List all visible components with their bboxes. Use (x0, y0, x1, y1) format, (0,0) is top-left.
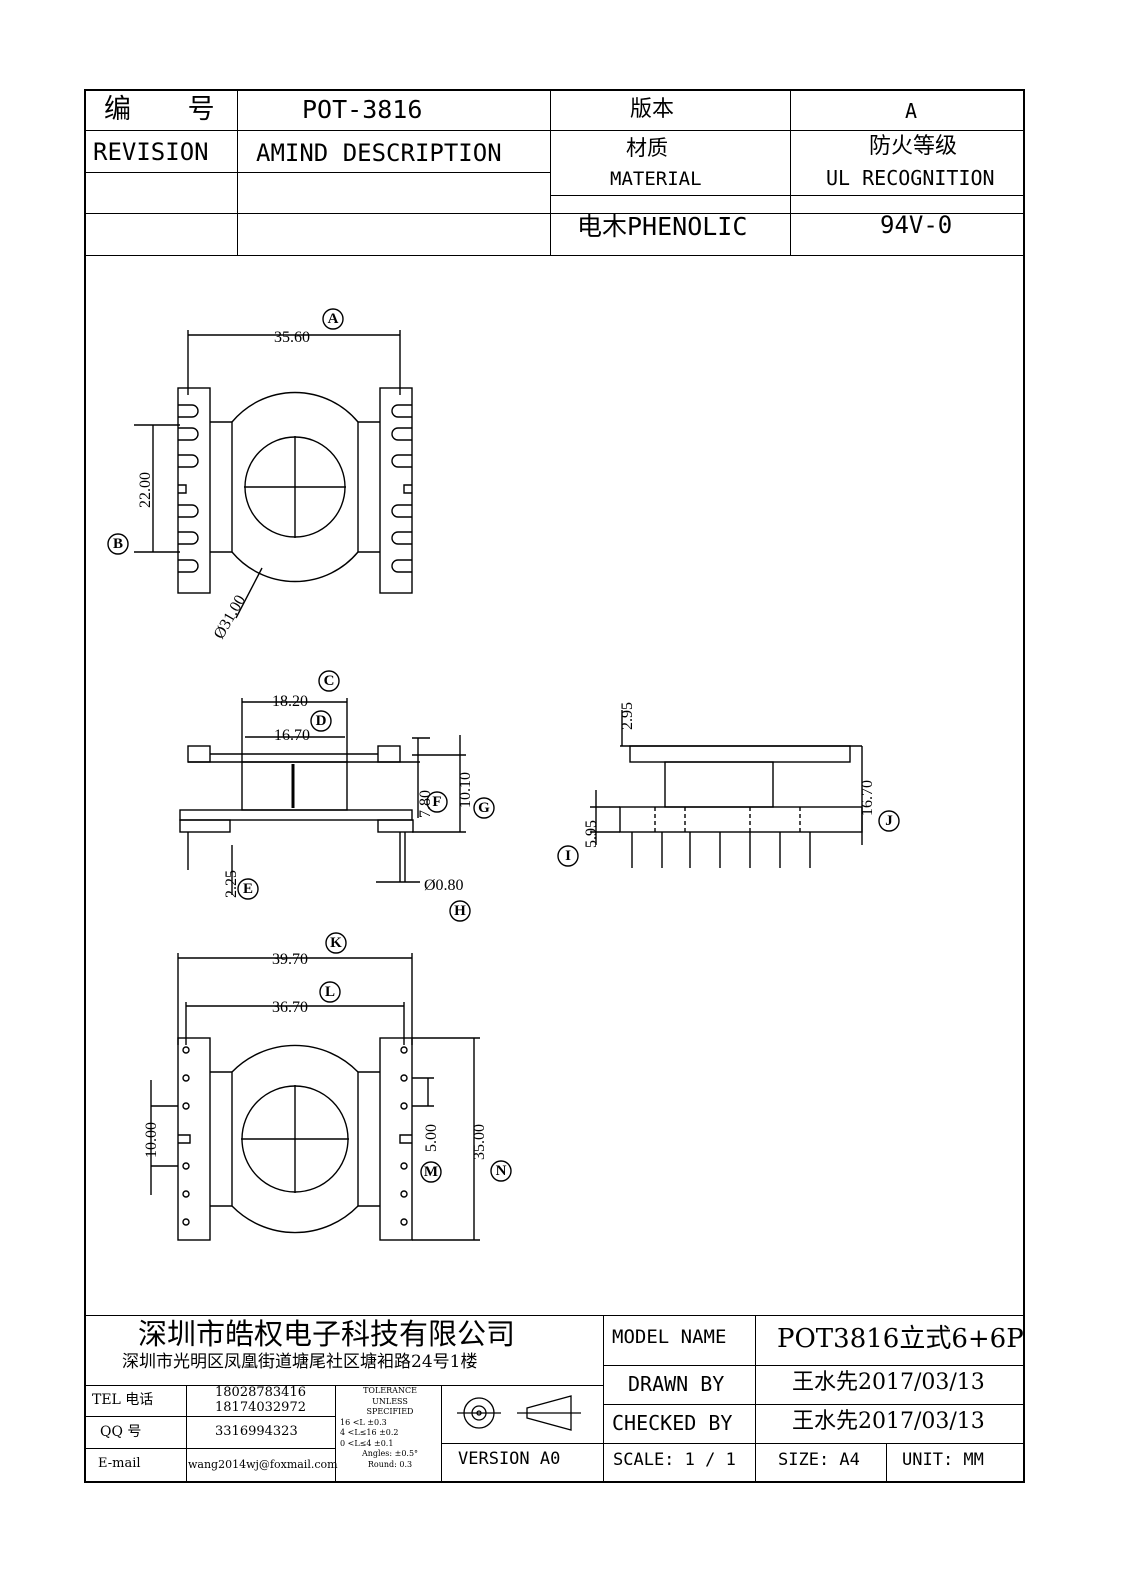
dim-c: 18.20 (272, 693, 308, 710)
number-value: POT-3816 (302, 95, 423, 124)
marker-l: L (325, 984, 335, 1000)
dim-m: 5.00 (423, 1124, 440, 1152)
unit: UNIT: MM (902, 1450, 984, 1470)
marker-a: A (328, 311, 339, 327)
marker-c: C (324, 673, 335, 689)
tolerance-notes: TOLERANCE UNLESS SPECIFIED 16 <L ±0.3 4 … (340, 1386, 419, 1469)
marker-i: I (565, 848, 571, 864)
marker-e: E (243, 881, 253, 897)
projection-symbol (457, 1395, 581, 1431)
marker-f: F (432, 794, 441, 810)
amind-label: AMIND DESCRIPTION (256, 139, 502, 167)
version-a0: VERSION A0 (458, 1449, 561, 1469)
material-label-cn: 材质 (626, 136, 668, 160)
dim-k: 39.70 (272, 951, 308, 968)
qq-value: 3316994323 (215, 1424, 298, 1439)
dim-f: 7.80 (417, 790, 434, 818)
tel-2: 18174032972 (215, 1400, 306, 1415)
dim-a: 35.60 (274, 329, 310, 346)
dim-b: 22.00 (137, 472, 154, 508)
marker-n: N (496, 1163, 507, 1179)
drawn-value: 王水先2017/03/13 (792, 1370, 985, 1395)
material-label-en: MATERIAL (610, 168, 702, 190)
revision-label: REVISION (93, 138, 209, 166)
dim-side-top: 2.95 (619, 702, 636, 730)
scale: SCALE: 1 / 1 (613, 1450, 736, 1470)
dim-j: 16.70 (859, 780, 876, 816)
model-value: POT3816立式6+6P (777, 1324, 1024, 1354)
bottom-view (150, 953, 480, 1241)
marker-d: D (316, 713, 327, 729)
dim-h: Ø0.80 (424, 877, 464, 894)
tel-1: 18028783416 (215, 1385, 306, 1400)
marker-b: B (113, 536, 123, 552)
side-view (590, 710, 863, 868)
checked-label: CHECKED BY (612, 1411, 733, 1435)
ul-value: 94V-0 (880, 211, 953, 239)
company-name: 深圳市皓权电子科技有限公司 (138, 1317, 516, 1351)
top-view (134, 330, 413, 619)
model-label: MODEL NAME (612, 1326, 727, 1348)
dim-e: 2.25 (223, 870, 240, 898)
tel-label: TEL 电话 (92, 1392, 154, 1408)
email-label: E-mail (98, 1456, 141, 1471)
version-label: 版本 (630, 97, 675, 122)
drawing-frame (84, 89, 1025, 1483)
email-value: wang2014wj@foxmail.com (188, 1458, 338, 1471)
material-value: 电木PHENOLIC (577, 212, 748, 241)
front-view (179, 698, 466, 895)
marker-g: G (478, 800, 490, 816)
checked-value: 王水先2017/03/13 (792, 1409, 985, 1434)
number-label: 编 号 (104, 94, 239, 125)
marker-j: J (885, 813, 893, 829)
dim-diameter: Ø31.00 (211, 592, 250, 642)
dim-n: 35.00 (471, 1124, 488, 1160)
company-address: 深圳市光明区凤凰街道塘尾社区塘衵路24号1楼 (122, 1352, 478, 1372)
marker-k: K (330, 935, 342, 951)
dim-i: 5.95 (583, 820, 600, 848)
qq-label: QQ 号 (100, 1424, 142, 1440)
ul-label-cn: 防火等级 (869, 134, 958, 159)
marker-m: M (424, 1164, 438, 1180)
dim-l: 36.70 (272, 999, 308, 1016)
version-value: A (905, 99, 918, 123)
marker-h: H (454, 903, 466, 919)
ul-label-en: UL RECOGNITION (826, 166, 995, 190)
drawn-label: DRAWN BY (628, 1372, 725, 1396)
sheet-size: SIZE: A4 (778, 1450, 860, 1470)
dim-left-pitch: 10.00 (143, 1122, 160, 1158)
dim-d: 16.70 (274, 727, 310, 744)
dim-g: 10.10 (457, 772, 474, 808)
